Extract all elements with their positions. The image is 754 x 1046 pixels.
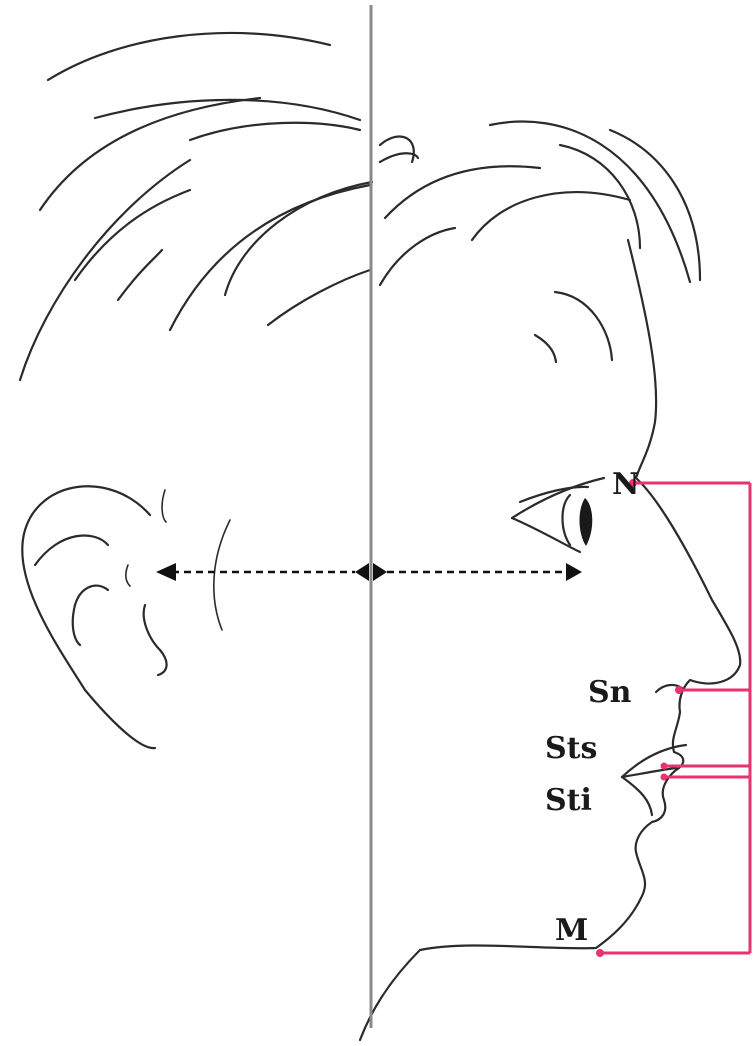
face-profile-outline	[360, 240, 740, 1040]
landmark-label-n: N	[612, 467, 639, 502]
measurement-lines	[600, 483, 750, 953]
landmark-label-m: M	[555, 913, 588, 948]
eye	[512, 478, 604, 552]
landmark-dot-sn	[675, 686, 683, 694]
landmark-label-sti: Sti	[545, 783, 592, 818]
lips	[622, 745, 686, 815]
landmark-dot-sts	[661, 763, 668, 770]
landmark-dot-sti	[661, 774, 668, 781]
landmark-dot-m	[596, 949, 604, 957]
landmark-label-sts: Sts	[545, 731, 597, 766]
ear	[22, 486, 230, 748]
hair-strokes	[20, 33, 700, 380]
horizontal-distance-arrows	[156, 563, 582, 581]
landmark-label-sn: Sn	[588, 675, 632, 710]
landmark-dots	[596, 479, 683, 957]
